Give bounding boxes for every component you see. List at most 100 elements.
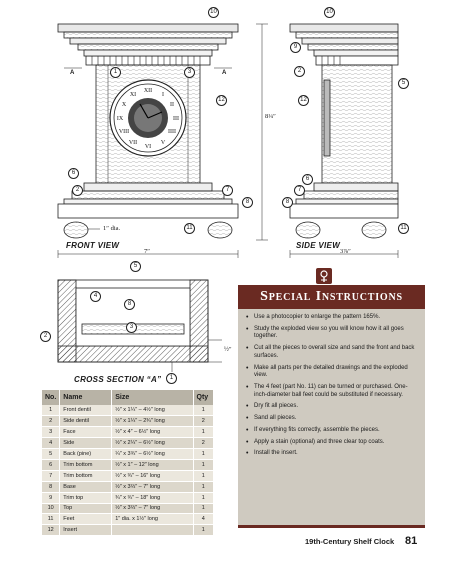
cell-size: ½″ x 4″ – 6½″ long [111,426,194,439]
svg-text:VII: VII [129,140,137,146]
list-item: Cut all the pieces to overall size and s… [246,345,419,360]
special-instructions-panel: Use a photocopier to enlarge the pattern… [238,309,425,525]
instructions-list: Use a photocopier to enlarge the pattern… [246,314,419,458]
callout-side-10: 10 [324,7,335,18]
callout-cross-8: 8 [124,299,135,310]
cell-name: Trim top [59,492,113,504]
cell-name: Side [59,437,113,450]
svg-text:XI: XI [130,92,136,98]
cell-qty: 1 [193,524,213,537]
special-instructions-title: Special Instructions [238,285,425,309]
list-item: Apply a stain (optional) and three clear… [246,439,419,447]
svg-text:III: III [173,116,179,122]
svg-text:IIII: IIII [168,129,176,135]
cell-size: ½″ x ¾″ – 16″ long [111,470,194,482]
callout-front-2: 2 [72,185,83,196]
cell-no: 12 [42,524,61,537]
cross-section-drawing [57,279,222,372]
callout-cross-4: 4 [90,291,101,302]
cell-no: 8 [42,481,61,493]
page-number: 81 [405,535,418,547]
header-size: Size [111,390,194,405]
callout-front-7: 7 [222,185,233,196]
cell-qty: 1 [193,459,213,471]
callout-side-2: 2 [294,66,305,77]
callout-cross-5: 5 [130,261,141,272]
height-dimension [256,23,268,241]
cell-qty: 1 [193,470,213,482]
cell-size: 1″ dia. x 1½″ long [111,513,194,526]
callout-side-11: 11 [398,223,409,234]
callout-side-7: 7 [294,185,305,196]
cell-no: 10 [42,503,61,515]
list-item: Dry fit all pieces. [246,403,419,411]
cell-size: ½″ x 2¼″ – 6½″ long [111,437,194,450]
svg-text:XII: XII [144,88,152,94]
svg-text:I: I [162,92,164,98]
cell-qty: 1 [193,492,213,504]
callout-front-11: 11 [184,223,195,234]
callout-cross-2: 2 [40,331,51,342]
cell-no: 11 [42,513,61,526]
cell-name: Trim bottom [59,459,113,471]
cell-name: Face [59,426,113,439]
side-view-drawing [289,23,399,258]
callout-cross-3: 3 [126,322,137,333]
cell-size: ½″ x 3⅔″ – 7″ long [111,503,194,515]
section-marker-right: A [222,70,227,76]
callout-cross-1: 1 [166,373,177,384]
foot-diameter-dimension: 1″ dia. [103,225,121,232]
side-depth-dimension: 3⅞″ [340,248,351,255]
cell-size: ¾″ x ¾″ – 18″ long [111,492,194,504]
height-dimension-text: 8¼″ [265,113,276,120]
cell-qty: 4 [193,513,213,526]
callout-side-8: 8 [282,197,293,208]
list-item: Study the exploded view so you will know… [246,326,419,341]
instructions-bottom-rule [238,525,425,528]
cell-no: 2 [42,415,61,428]
cell-size: ½″ x 1¼″ – 4½″ long [111,405,194,417]
cell-name: Top [59,503,113,515]
header-name: Name [59,390,113,405]
front-width-dimension: 7″ [144,248,150,255]
cell-no: 3 [42,426,61,439]
front-view-label: FRONT VIEW [66,241,120,250]
cell-no: 9 [42,492,61,504]
cell-name: Side dentil [59,415,113,428]
svg-text:VIII: VIII [119,129,129,135]
cell-no: 5 [42,448,61,460]
cell-name: Base [59,481,113,493]
cell-name: Insert [59,524,113,537]
callout-side-5: 5 [398,78,409,89]
header-no: No. [42,390,61,405]
svg-text:IX: IX [117,116,124,122]
cell-qty: 1 [193,503,213,515]
list-item: The 4 feet (part No. 11) can be turned o… [246,384,419,399]
cell-no: 6 [42,459,61,471]
callout-side-6: 6 [302,174,313,185]
table-header-row: No. Name Size Qty [42,390,213,405]
cell-name: Back (pine) [59,448,113,460]
cell-no: 4 [42,437,61,450]
list-item: Install the insert. [246,450,419,458]
cell-qty: 1 [193,448,213,460]
callout-front-3: 3 [184,67,195,78]
callout-front-12: 12 [216,95,227,106]
callout-side-9: 9 [290,42,301,53]
cross-half-dimension: ½″ [224,346,232,353]
cell-qty: 2 [193,415,213,428]
section-marker-left: A [70,70,75,76]
